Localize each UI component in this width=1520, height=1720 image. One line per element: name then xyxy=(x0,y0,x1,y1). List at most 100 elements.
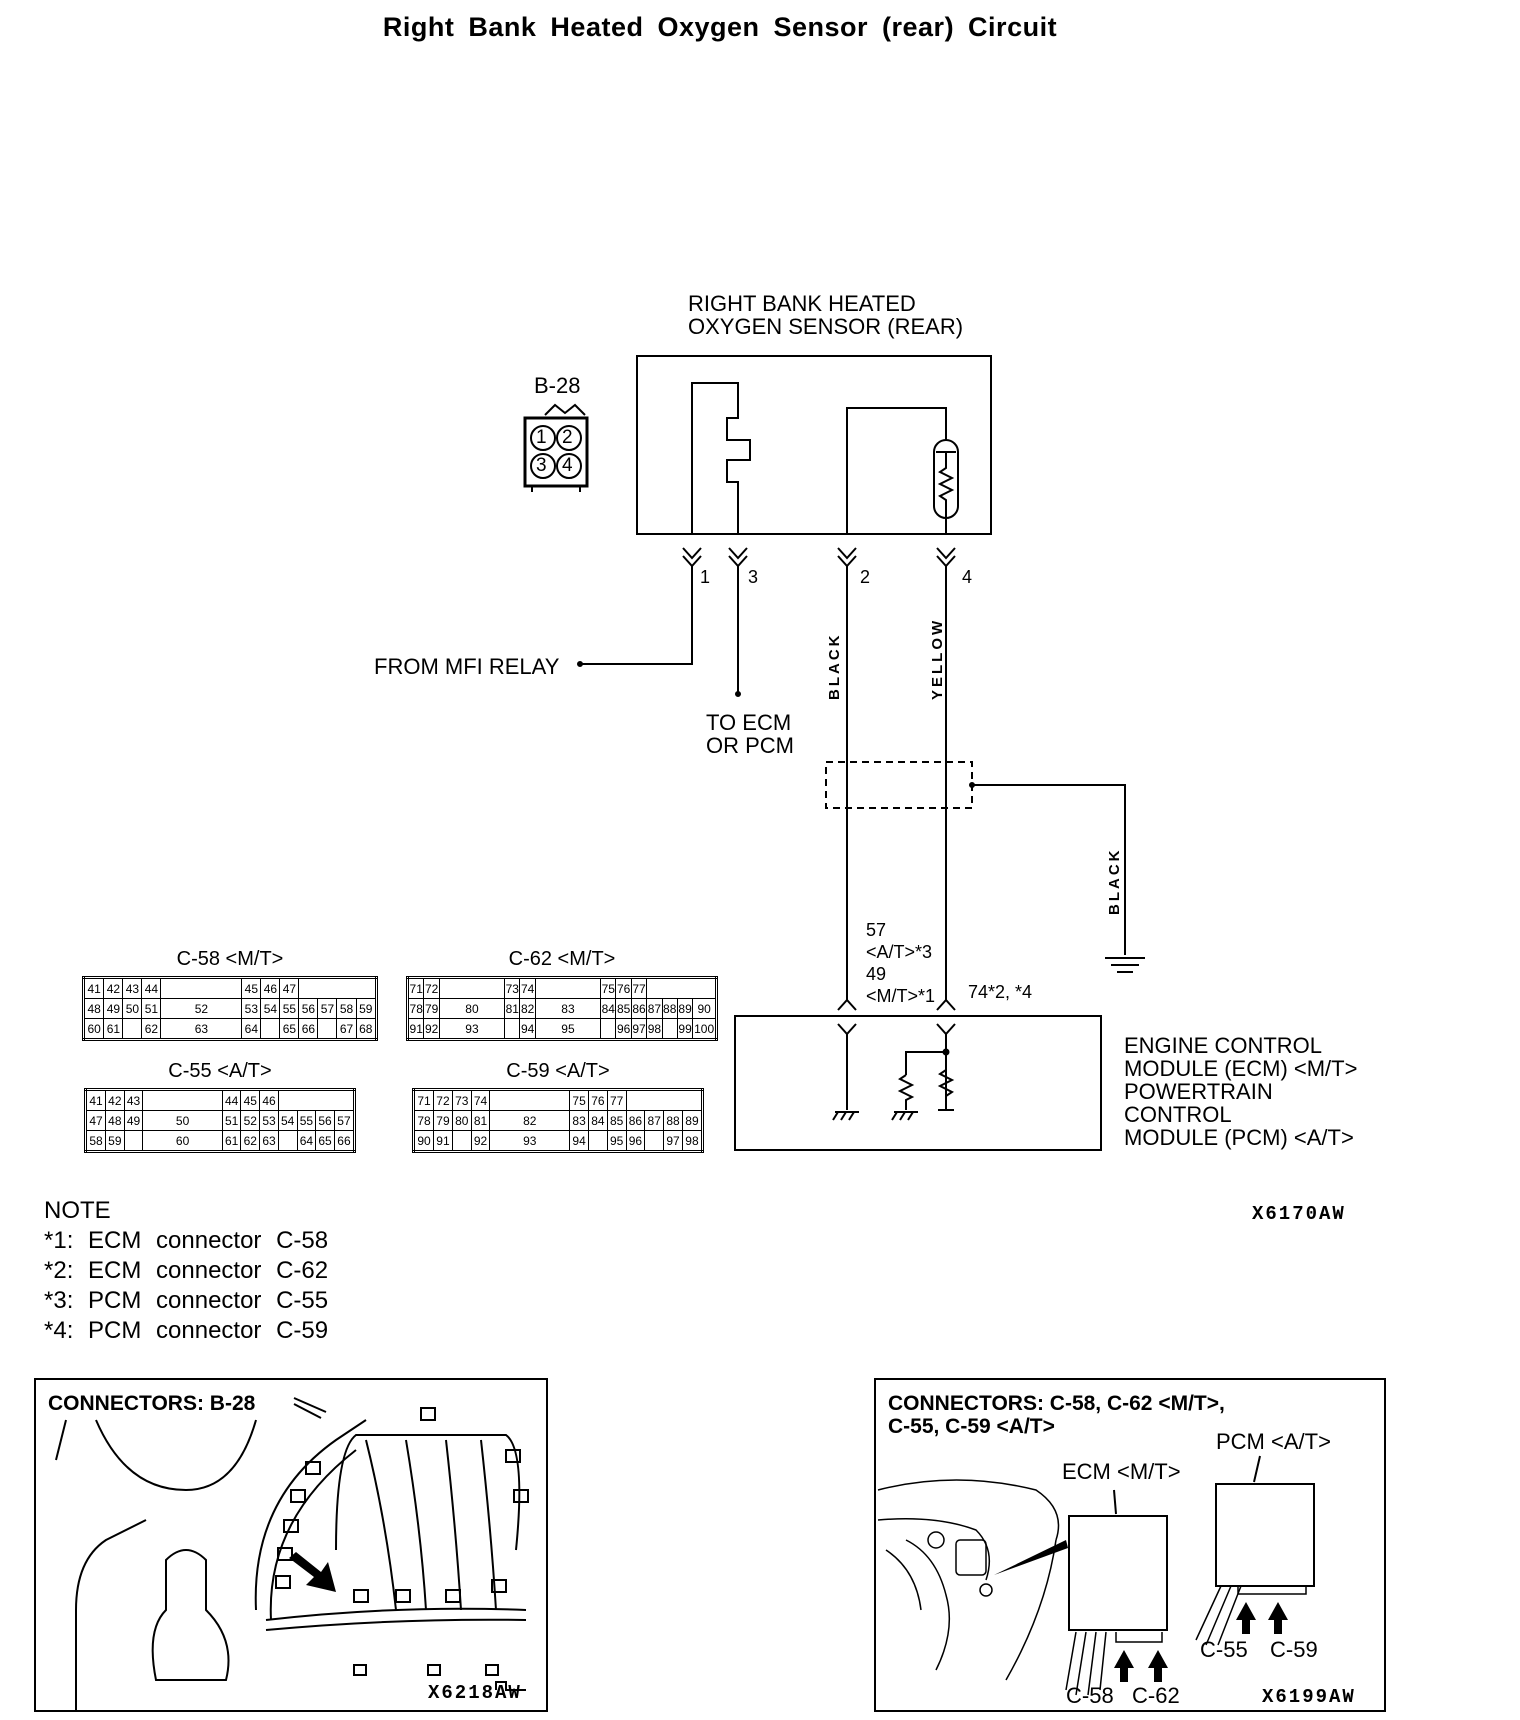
c58-pin: 56 xyxy=(298,998,319,1019)
c62-pin: 94 xyxy=(519,1018,536,1040)
c55-pin: 42 xyxy=(104,1089,125,1111)
c58-pin: 60 xyxy=(82,1018,105,1040)
c58-pin-blank xyxy=(260,1018,281,1040)
pcm-label: PCM <A/T> xyxy=(1216,1429,1331,1454)
sensor-label-line1: RIGHT BANK HEATED xyxy=(688,291,916,316)
c62-pin: 93 xyxy=(438,1018,506,1040)
b28-location-arrow xyxy=(289,1552,336,1592)
c58-pin: 44 xyxy=(141,977,162,999)
c62-pin: 71 xyxy=(406,977,425,999)
ecm-pin-49: 49 xyxy=(866,964,887,984)
ecm-label-2: MODULE (ECM) <M/T> xyxy=(1124,1056,1358,1081)
note-item-4: *4: PCM connector C-59 xyxy=(44,1317,329,1344)
c62-pin: 81 xyxy=(504,998,521,1019)
c62-pin: 97 xyxy=(630,1018,648,1040)
c62-pin: 99 xyxy=(676,1018,694,1040)
engine-bay-illustration xyxy=(55,1397,529,1710)
wire-mfi-relay xyxy=(580,566,693,665)
c58-pin: 49 xyxy=(103,998,124,1019)
c55-pin: 41 xyxy=(85,1089,106,1111)
c55-pin: 43 xyxy=(123,1089,144,1111)
c55-location-label: C-55 xyxy=(1200,1637,1248,1662)
c59-pin: 81 xyxy=(470,1110,491,1131)
c58-pin: 50 xyxy=(122,998,143,1019)
c55-pin-blank xyxy=(277,1130,298,1152)
c62-pin: 88 xyxy=(661,998,678,1019)
c55-pin: 53 xyxy=(259,1110,279,1131)
c55-pin: 48 xyxy=(104,1110,125,1131)
c58-pin: 66 xyxy=(298,1018,319,1040)
c59-pin: 72 xyxy=(433,1089,453,1111)
c59-pin-blank xyxy=(489,1089,571,1111)
c55-pin: 56 xyxy=(315,1110,335,1131)
page-title: Right Bank Heated Oxygen Sensor (rear) C… xyxy=(382,12,1058,42)
c62-pin: 84 xyxy=(600,998,617,1019)
c62-pin: 73 xyxy=(504,977,521,999)
c59-pin: 85 xyxy=(606,1110,627,1131)
c62-pin: 83 xyxy=(534,998,602,1019)
ecm-pin-74: 74*2, *4 xyxy=(968,982,1033,1002)
ecm-label-3: POWERTRAIN xyxy=(1124,1079,1273,1104)
c58-pin: 47 xyxy=(279,977,300,999)
c62-pin: 100 xyxy=(692,1018,717,1040)
c58-pin-blank xyxy=(160,977,243,999)
c59-pin-blank xyxy=(644,1130,665,1152)
ecm-pin-57-note: <A/T>*3 xyxy=(866,942,933,962)
terminal-4: 4 xyxy=(962,567,973,587)
c55-pin: 57 xyxy=(333,1110,356,1131)
c55-pin: 52 xyxy=(240,1110,261,1131)
ecm-label-5: MODULE (PCM) <A/T> xyxy=(1124,1125,1354,1150)
c59-pin: 92 xyxy=(470,1130,491,1152)
c55-pin: 66 xyxy=(333,1130,356,1152)
terminal-2: 2 xyxy=(860,567,871,587)
c58-label: C-58 <M/T> xyxy=(176,948,284,970)
c62-pin-blank xyxy=(661,1018,678,1040)
c62-pin: 86 xyxy=(630,998,648,1019)
c58-location-label: C-58 xyxy=(1066,1683,1114,1708)
c59-pin: 83 xyxy=(569,1110,589,1131)
c59-pin: 95 xyxy=(606,1130,627,1152)
c62-pin: 90 xyxy=(692,998,717,1019)
c58-pin: 52 xyxy=(160,998,243,1019)
terminal-3: 3 xyxy=(748,567,759,587)
c55-pin: 45 xyxy=(240,1089,261,1111)
terminal-arrows xyxy=(682,547,956,568)
c62-pin: 78 xyxy=(406,998,425,1019)
c62-pin: 76 xyxy=(615,977,632,999)
sensor-wire-2 xyxy=(846,407,947,534)
box-left-code: X6218AW xyxy=(428,1682,522,1704)
c59-pin: 94 xyxy=(569,1130,589,1152)
c62-pin: 91 xyxy=(406,1018,425,1040)
c62-label: C-62 <M/T> xyxy=(508,948,616,970)
c58-pin-blank xyxy=(122,1018,143,1040)
c59-pin: 91 xyxy=(433,1130,453,1152)
c55-pin: 62 xyxy=(240,1130,261,1152)
c58-pin: 42 xyxy=(103,977,124,999)
shield-ground-wire xyxy=(972,784,1126,955)
b28-pin-3: 3 xyxy=(536,455,547,476)
c58-pin: 55 xyxy=(279,998,300,1019)
c58-pin: 63 xyxy=(160,1018,243,1040)
to-ecm-line1: TO ECM xyxy=(706,710,792,735)
c59-pin: 84 xyxy=(587,1110,608,1131)
sensor-label-line2: OXYGEN SENSOR (REAR) xyxy=(688,314,964,339)
c62-pin: 96 xyxy=(615,1018,632,1040)
c59-location-label: C-59 xyxy=(1270,1637,1318,1662)
dashboard-illustration xyxy=(877,1455,1315,1696)
c55-pin: 63 xyxy=(259,1130,279,1152)
to-ecm-line2: OR PCM xyxy=(706,733,794,758)
c58-pin: 51 xyxy=(141,998,162,1019)
heater-element xyxy=(691,382,751,534)
c55-pin: 44 xyxy=(221,1089,242,1111)
c62-location-label: C-62 xyxy=(1132,1683,1180,1708)
c59-pin: 76 xyxy=(587,1089,608,1111)
